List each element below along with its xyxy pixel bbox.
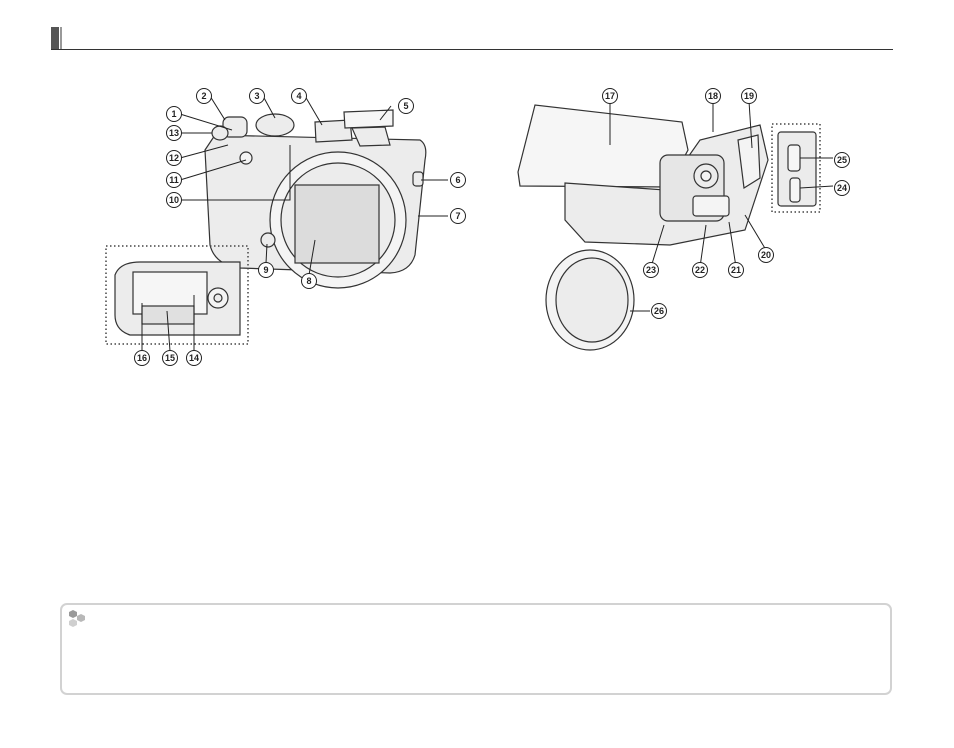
callout-16: 16 <box>134 350 150 366</box>
callout-1: 1 <box>166 106 182 122</box>
callout-7: 7 <box>450 208 466 224</box>
callout-10: 10 <box>166 192 182 208</box>
camera-front-illustration <box>204 109 427 289</box>
callout-11: 11 <box>166 172 182 188</box>
callout-20: 20 <box>758 247 774 263</box>
hexagon-note-icon <box>69 610 85 627</box>
callout-9: 9 <box>258 262 274 278</box>
connector-panel-illustration <box>777 131 817 207</box>
note-box <box>60 603 892 695</box>
body-cap-illustration <box>545 249 635 351</box>
callout-3: 3 <box>249 88 265 104</box>
callout-14: 14 <box>186 350 202 366</box>
callout-12: 12 <box>166 150 182 166</box>
callout-4: 4 <box>291 88 307 104</box>
callout-6: 6 <box>450 172 466 188</box>
callout-23: 23 <box>643 262 659 278</box>
callout-25: 25 <box>834 152 850 168</box>
section-header <box>51 27 893 50</box>
callout-24: 24 <box>834 180 850 196</box>
callout-2: 2 <box>196 88 212 104</box>
callout-18: 18 <box>705 88 721 104</box>
callout-22: 22 <box>692 262 708 278</box>
camera-rear-illustration <box>517 104 769 246</box>
callout-26: 26 <box>651 303 667 319</box>
connector-inset-frame <box>771 123 821 213</box>
callout-15: 15 <box>162 350 178 366</box>
callout-17: 17 <box>602 88 618 104</box>
header-tab-accent <box>60 27 62 49</box>
callout-19: 19 <box>741 88 757 104</box>
callout-21: 21 <box>728 262 744 278</box>
callout-8: 8 <box>301 273 317 289</box>
battery-compartment-illustration <box>114 261 241 336</box>
callout-5: 5 <box>398 98 414 114</box>
callout-13: 13 <box>166 125 182 141</box>
header-tab-marker <box>51 27 59 49</box>
callout-leader-lines <box>141 95 834 352</box>
